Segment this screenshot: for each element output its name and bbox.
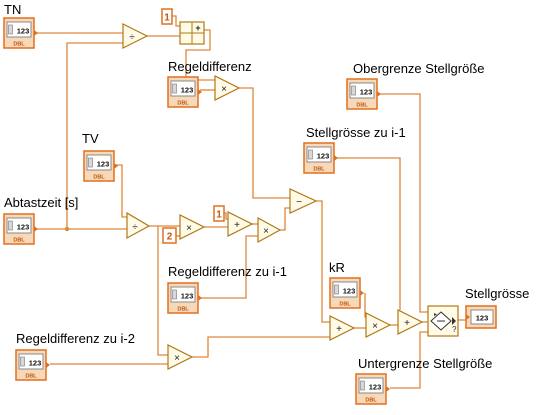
- add-node-final[interactable]: +: [397, 309, 424, 335]
- tn-label: TN: [4, 2, 22, 17]
- untergrenze-label: Untergrenze Stellgröße: [358, 356, 493, 371]
- regeldifferenz-i2-control-terminal[interactable]: [15, 349, 51, 381]
- add-node-mid[interactable]: +: [227, 211, 254, 237]
- constant-two[interactable]: 2: [162, 227, 177, 244]
- svg-text:×: ×: [263, 226, 269, 237]
- svg-text:−: −: [296, 197, 302, 208]
- tv-control-terminal[interactable]: [83, 150, 119, 182]
- regeldifferenz-i1-label: Regeldifferenz zu i-1: [168, 264, 287, 279]
- svg-text:+: +: [404, 318, 410, 329]
- svg-text:2: 2: [167, 232, 173, 243]
- multiply-node-regeldifferenz-i1[interactable]: ×: [257, 216, 282, 244]
- wire: [390, 331, 428, 389]
- wire: [157, 226, 168, 356]
- svg-text:×: ×: [372, 321, 378, 332]
- wire: [192, 336, 330, 358]
- tv-label: TV: [82, 131, 99, 146]
- svg-text:▸: ▸: [434, 312, 437, 318]
- wire-junction: [64, 226, 70, 232]
- subtract-node[interactable]: −: [289, 188, 318, 214]
- stellgroesse-label: Stellgrösse: [465, 286, 530, 301]
- add-node-bottom[interactable]: +: [329, 315, 356, 341]
- svg-text:?: ?: [452, 325, 457, 334]
- svg-text:+: +: [234, 220, 240, 231]
- output-arrow-icon: [452, 317, 456, 325]
- obergrenze-label: Obergrenze Stellgröße: [353, 61, 485, 76]
- abtastzeit-label: Abtastzeit [s]: [4, 195, 79, 210]
- multiply-node-regeldifferenz[interactable]: ×: [214, 75, 241, 101]
- wire: [380, 93, 428, 313]
- stellgroesse-i1-control-terminal[interactable]: [303, 142, 339, 174]
- svg-text:×: ×: [174, 353, 180, 364]
- wire: [172, 15, 180, 27]
- regeldifferenz-i2-label: Regeldifferenz zu i-2: [16, 331, 135, 346]
- constant-mid-one[interactable]: 1: [213, 205, 225, 222]
- obergrenze-control-terminal[interactable]: [346, 78, 382, 110]
- svg-text:×: ×: [186, 223, 192, 234]
- wire: [224, 212, 228, 220]
- divide-node-mid[interactable]: ÷: [126, 211, 151, 240]
- svg-text:1: 1: [216, 210, 222, 221]
- wire: [239, 87, 290, 199]
- svg-text:÷: ÷: [132, 222, 138, 233]
- kr-control-terminal[interactable]: [329, 277, 365, 309]
- wire: [66, 42, 123, 229]
- in-range-coerce-node[interactable]: ▸ ?: [427, 305, 459, 337]
- untergrenze-control-terminal[interactable]: [355, 373, 391, 405]
- constant-top-one[interactable]: 1: [161, 8, 173, 25]
- regeldifferenz-label: Regeldifferenz: [168, 59, 252, 74]
- stellgroesse-indicator-terminal[interactable]: [465, 305, 497, 329]
- wire: [115, 164, 127, 218]
- stellgroesse-i1-label: Stellgrösse zu i-1: [306, 125, 406, 140]
- svg-text:+: +: [336, 324, 342, 335]
- multiply-node-kr[interactable]: ×: [365, 312, 392, 338]
- multiply-node-by-two[interactable]: ×: [179, 214, 206, 240]
- svg-text:+: +: [195, 23, 200, 33]
- divide-node-top[interactable]: ÷: [122, 23, 149, 49]
- svg-text:1: 1: [164, 13, 170, 24]
- abtastzeit-control-terminal[interactable]: [3, 213, 39, 245]
- wire: [335, 157, 401, 310]
- regeldifferenz-i1-control-terminal[interactable]: [167, 282, 203, 314]
- svg-text:×: ×: [221, 84, 227, 95]
- svg-text:÷: ÷: [129, 32, 135, 43]
- multiply-node-regeldifferenz-i2[interactable]: ×: [167, 344, 194, 370]
- wires: [35, 15, 466, 389]
- compound-arithmetic-node[interactable]: +: [179, 21, 205, 45]
- wire: [316, 200, 330, 323]
- kr-label: kR: [329, 260, 345, 275]
- wire: [280, 207, 290, 231]
- tn-control-terminal[interactable]: [3, 17, 39, 49]
- regeldifferenz-control-terminal[interactable]: [167, 76, 203, 108]
- wire: [200, 235, 258, 299]
